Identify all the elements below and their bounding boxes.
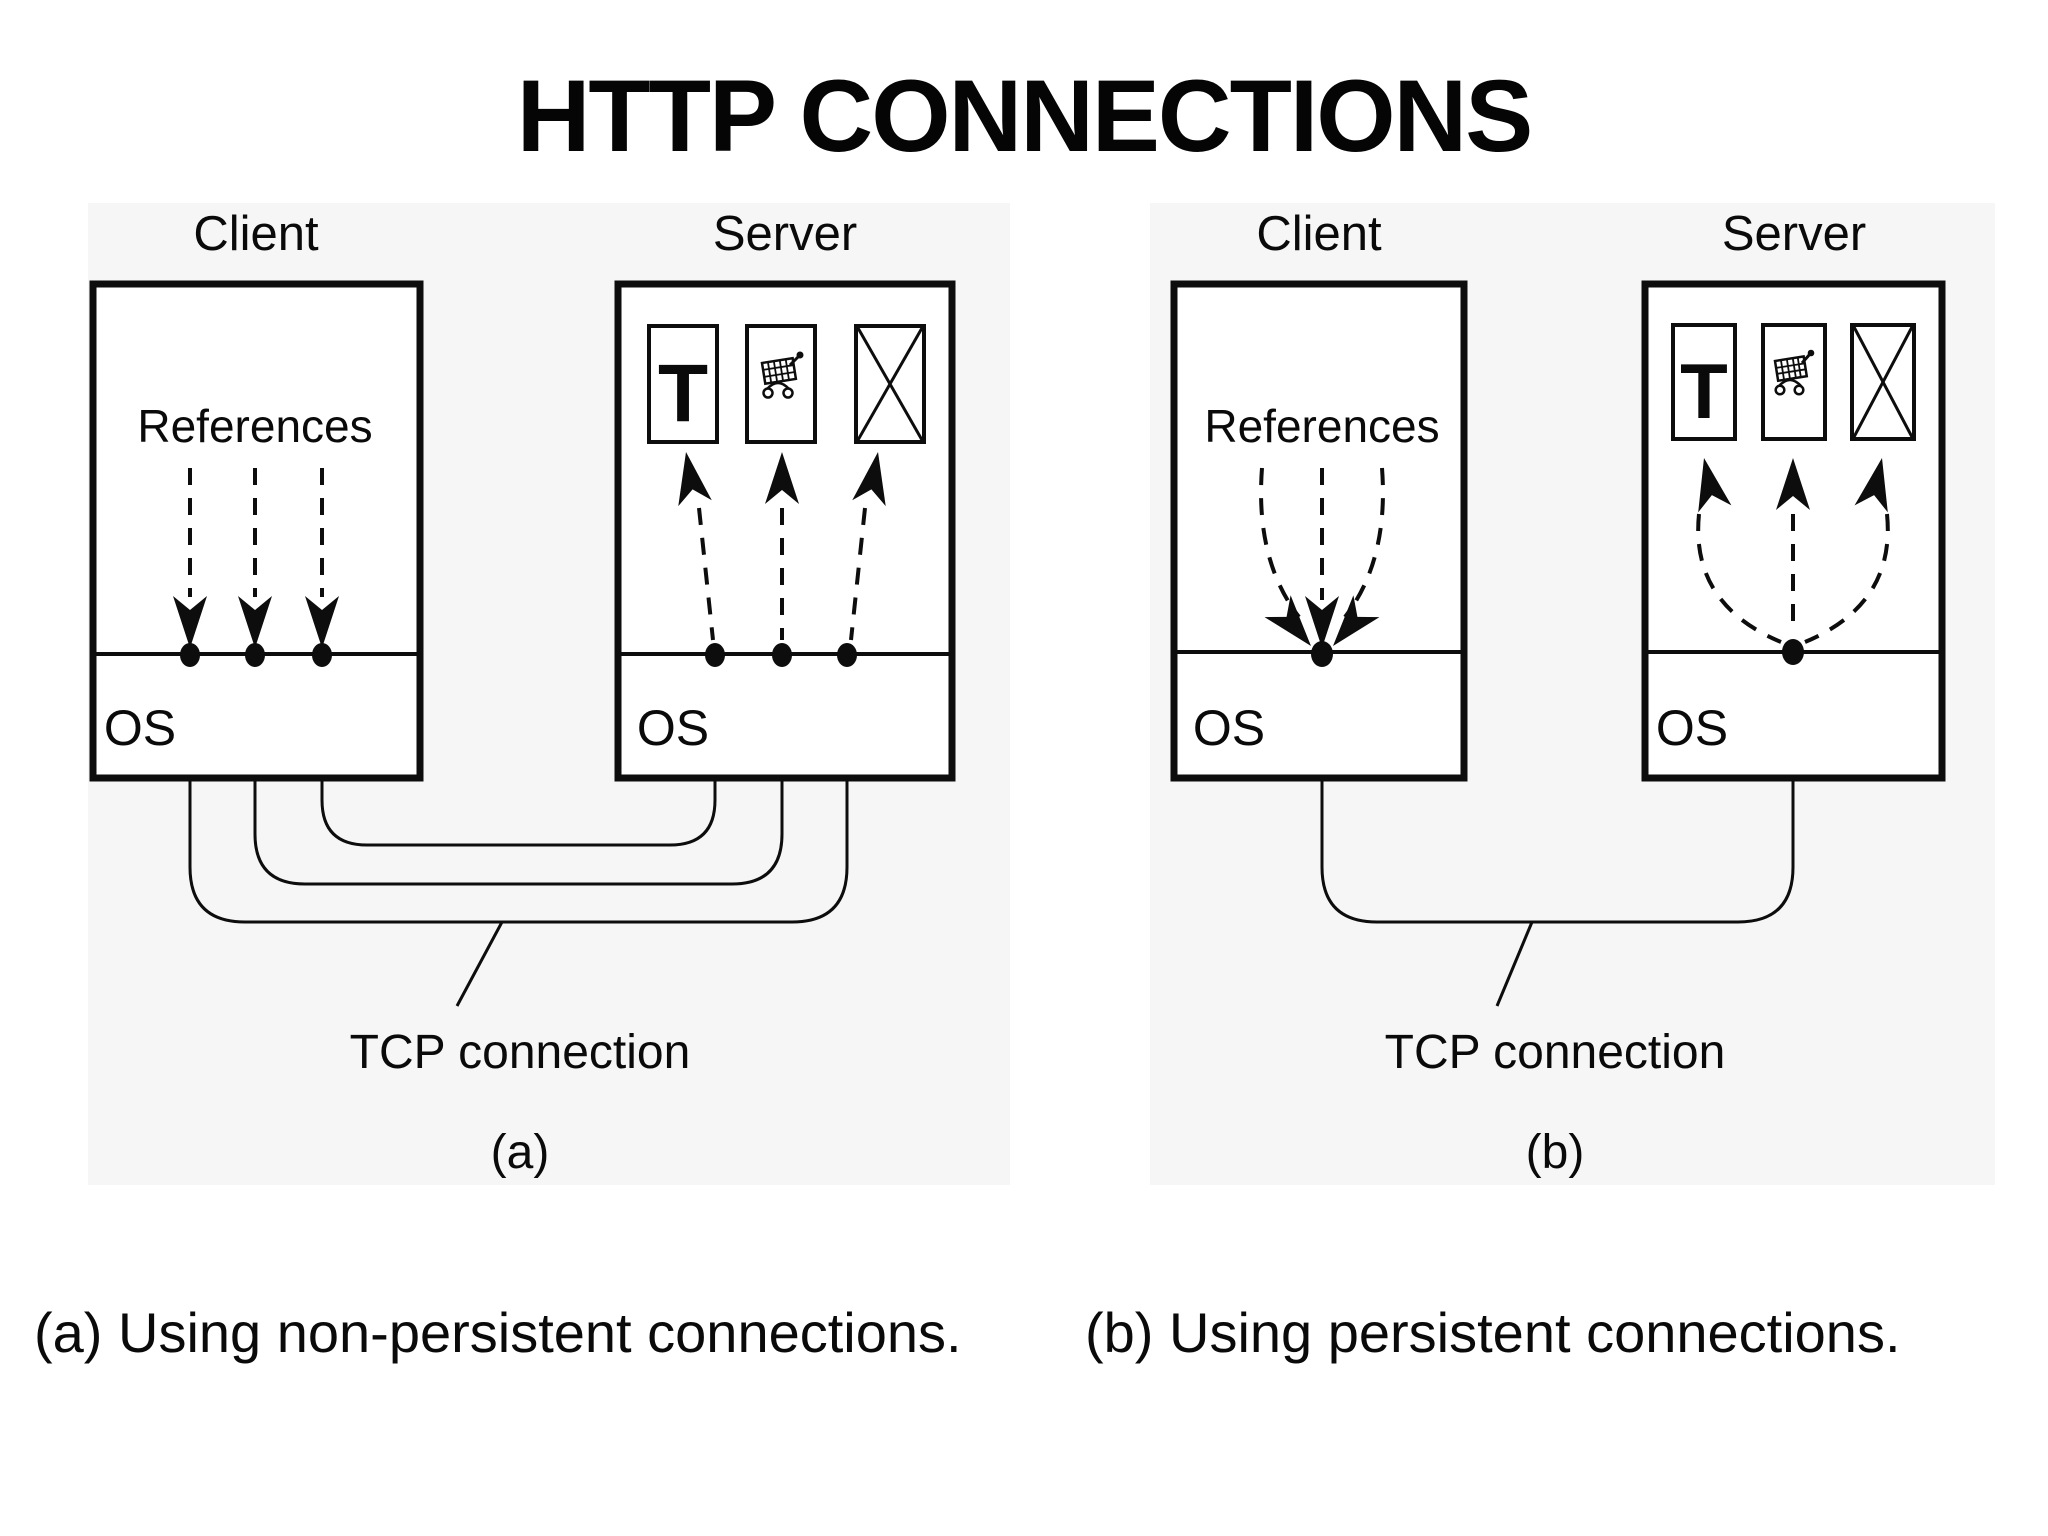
server-os-label: OS: [637, 700, 709, 756]
socket-dot: [1782, 639, 1804, 665]
response-arrowhead: [852, 452, 886, 507]
cart-icon-frame: [745, 324, 817, 444]
client-os-label: OS: [1193, 700, 1265, 756]
cart-wheel: [1793, 384, 1805, 396]
client-os-label: OS: [104, 700, 176, 756]
cart-strut: [766, 381, 790, 390]
cart-icon-frame: [1761, 323, 1827, 441]
cart-basket-grid: [762, 359, 795, 383]
tcp-connection-label: TCP connection: [1385, 1026, 1726, 1079]
reference-arrowhead: [173, 596, 207, 648]
response-arrowhead: [1776, 458, 1810, 510]
response-arrowhead: [1854, 458, 1888, 513]
server-os-label: OS: [1656, 700, 1728, 756]
tcp-connection-wire-inner: [320, 655, 717, 847]
socket-dot: [245, 643, 265, 667]
response-arrowhead: [765, 452, 799, 504]
reference-arrowhead: [1264, 595, 1311, 646]
cart-wheel: [762, 387, 774, 399]
text-icon-frame: [1671, 323, 1737, 441]
page-title: HTTP CONNECTIONS: [516, 59, 1534, 173]
cart-basket-frame: [1773, 355, 1809, 383]
image-placeholder-icon: [854, 324, 926, 444]
socket-dot: [312, 643, 332, 667]
tcp-label-pointer: [455, 921, 504, 1007]
reference-arrowhead: [1333, 595, 1380, 646]
tcp-connection-label: TCP connection: [350, 1026, 691, 1079]
text-icon: T: [647, 324, 719, 444]
response-arrow-line: [697, 507, 715, 641]
cart-basket: [1773, 355, 1809, 383]
panel-a: Client Server References OS OS: [88, 203, 1010, 1185]
caption-b: (b) Using persistent connections.: [1085, 1301, 1901, 1364]
tcp-connection-wire-outer: [188, 655, 849, 924]
text-icon-frame: [647, 324, 719, 444]
cart-icon: [745, 324, 817, 444]
cart-icon-art: [760, 351, 804, 399]
response-arrow-line: [849, 507, 867, 641]
cart-basket: [760, 356, 798, 386]
tcp-connection-wire-middle: [253, 655, 784, 886]
socket-dot: [837, 643, 857, 667]
cart-handle: [788, 354, 801, 367]
cart-wheel: [782, 387, 794, 399]
socket-dot: [180, 643, 200, 667]
tcp-label-pointer: [1495, 921, 1534, 1007]
references-label: References: [1204, 400, 1439, 452]
socket-dot: [772, 643, 792, 667]
references-label: References: [137, 400, 372, 452]
image-icon-frame: [1850, 323, 1916, 441]
response-arrowhead: [1698, 458, 1732, 513]
tcp-connection-wire: [1320, 655, 1795, 924]
reference-arrowhead: [1305, 596, 1339, 648]
image-icon-diagonal: [856, 327, 924, 441]
image-icon-diagonal: [1852, 326, 1914, 438]
socket-dot: [1311, 641, 1333, 667]
reference-arrowhead: [305, 596, 339, 648]
caption-a: (a) Using non-persistent connections.: [34, 1301, 962, 1364]
cart-basket-frame: [760, 356, 798, 386]
image-icon-frame: [854, 324, 926, 444]
cart-strut: [1778, 378, 1802, 387]
server-title: Server: [713, 207, 857, 261]
text-icon: T: [1671, 323, 1737, 441]
response-arrowhead: [678, 452, 712, 507]
figure-label: (a): [491, 1126, 550, 1179]
panel-b: Client Server References OS: [1150, 203, 1995, 1185]
client-title: Client: [193, 207, 319, 261]
figure-label: (b): [1526, 1126, 1585, 1179]
cart-icon: [1761, 323, 1827, 441]
text-icon-glyph: T: [1680, 347, 1728, 435]
image-placeholder-icon: [1850, 323, 1916, 441]
cart-basket-grid: [1775, 357, 1806, 380]
cart-icon-art: [1773, 349, 1815, 396]
socket-dot: [705, 643, 725, 667]
cart-wheel: [1774, 384, 1786, 396]
server-title: Server: [1722, 207, 1866, 261]
client-box: [1170, 280, 1468, 782]
reference-arrowhead: [238, 596, 272, 648]
client-title: Client: [1256, 207, 1382, 261]
text-icon-glyph: T: [658, 348, 708, 439]
